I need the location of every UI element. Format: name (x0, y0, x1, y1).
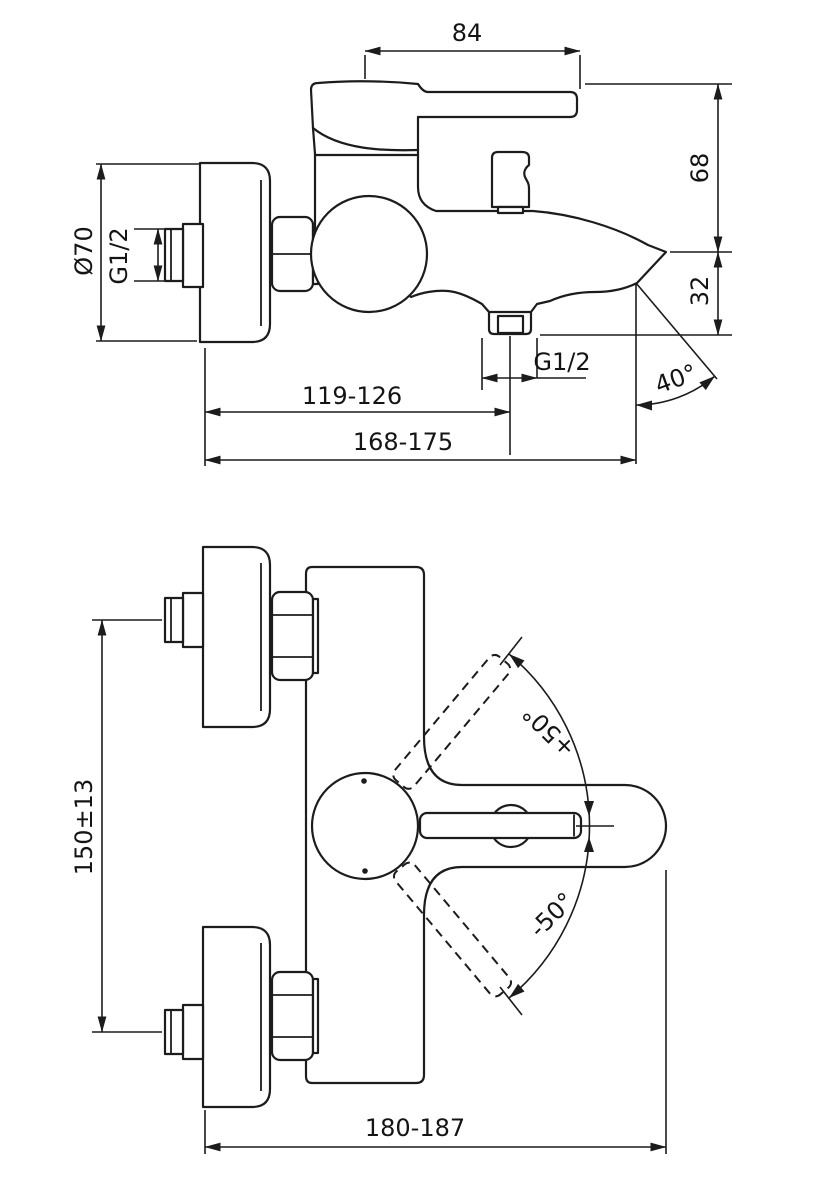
front-washer-top (311, 597, 320, 675)
dim-40-angled-leg (635, 282, 718, 380)
dim-180-label: 180-187 (365, 1114, 465, 1142)
front-cartridge-circle (310, 771, 420, 881)
dim-minus50-label: -50° (524, 887, 580, 943)
side-diverter-knob (490, 150, 531, 209)
side-view: 84 68 32 Ø70 G1/2 (70, 19, 732, 466)
front-inlet-bottom-thread (163, 1008, 185, 1056)
dim-119-label: 119-126 (302, 382, 402, 410)
front-hex-nut-top (270, 590, 315, 682)
dim-68-label: 68 (686, 153, 714, 184)
dim-depths: 119-126 168-175 (204, 348, 637, 466)
dim-g12-inlet-label: G1/2 (105, 227, 133, 284)
dim-84-label: 84 (452, 19, 483, 47)
dim-plus50-label: +50° (517, 699, 581, 763)
dim-180: 180-187 (204, 870, 667, 1154)
swing-arrow-down (509, 983, 525, 998)
front-inlet-top-collar (181, 591, 205, 649)
front-screw-dot-bottom (362, 868, 368, 874)
dim-40-label: 40° (651, 359, 701, 400)
front-inlet-top-thread (163, 596, 185, 644)
swing-arrow-up (509, 654, 525, 669)
side-rosette (198, 161, 272, 344)
side-diverter-neck (496, 205, 525, 215)
side-handle-cap-joint (311, 126, 420, 152)
swing-zero-arrow-bottom (584, 837, 594, 852)
dim-40-arrow-left (636, 400, 652, 411)
front-view: +50° -50° 150±13 180-187 (70, 545, 668, 1154)
front-inlet-bottom-collar (181, 1003, 205, 1061)
side-valve-sphere (309, 194, 429, 314)
dim-168-label: 168-175 (353, 428, 453, 456)
dim-32-label: 32 (686, 276, 714, 307)
side-outlet-thread-detail (496, 314, 525, 335)
front-rosette-top (201, 545, 272, 729)
swing-zero-arrow-top (584, 801, 594, 816)
front-hex-nut-bottom (270, 970, 315, 1062)
dim-g12-outlet-label: G1/2 (533, 348, 590, 376)
dim-40-arrow-right (699, 376, 715, 391)
dim-dia70-label: Ø70 (70, 226, 98, 275)
front-screw-dot-top (361, 778, 367, 784)
front-lever-down-tick (499, 986, 523, 1016)
dim-g12-outlet: G1/2 (481, 336, 591, 455)
front-lever-up-tick (499, 636, 523, 666)
dim-g12-inlet: G1/2 (105, 227, 164, 285)
dim-dia70: Ø70 (70, 163, 200, 342)
front-lever (418, 811, 583, 840)
side-inlet-thread (163, 227, 185, 283)
dim-150-label: 150±13 (70, 779, 98, 875)
dim-84: 84 (364, 19, 581, 89)
front-washer-bottom (311, 977, 320, 1055)
dim-150: 150±13 (70, 619, 162, 1033)
front-rosette-bottom (201, 925, 272, 1109)
dim-40deg: 40° (635, 282, 718, 464)
side-inlet-collar (181, 222, 205, 289)
